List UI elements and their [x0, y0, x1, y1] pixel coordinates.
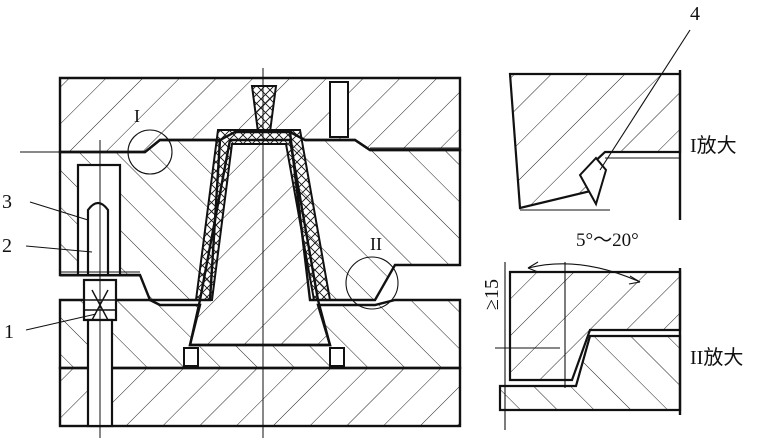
label-circle-II: II [370, 234, 382, 254]
detail-circle-I [127, 129, 173, 175]
latch-hook [86, 201, 110, 277]
core-foot-right [329, 347, 345, 367]
dimension-min-length: ≥15 [481, 279, 503, 310]
detail-I-enlarged: 4 I放大 5°～20° [508, 3, 737, 251]
leader-2 [25, 245, 93, 253]
detail-II-enlarged: ≥15 II放大 [481, 261, 743, 430]
label-circle-I: I [134, 106, 140, 126]
leader-1 [25, 313, 97, 331]
mold-assembly: I II 3 2 1 [2, 68, 462, 438]
leader-3 [29, 201, 89, 221]
detail-I-hook [578, 156, 608, 207]
leader-4 [599, 29, 691, 171]
caption-enlarge-II: II放大 [690, 346, 743, 369]
angle-label: 5°～20° [576, 230, 639, 251]
caption-enlarge-I: I放大 [690, 134, 737, 157]
bottom-plate [58, 366, 462, 428]
angle-arrow-right [628, 275, 641, 285]
label-part-3: 3 [2, 191, 12, 213]
core-foot-left [183, 347, 199, 367]
sprue [250, 85, 278, 133]
molded-part [194, 129, 332, 301]
label-part-4: 4 [690, 3, 700, 25]
label-part-1: 1 [4, 321, 14, 343]
label-part-2: 2 [2, 235, 12, 257]
detail-circle-II [345, 256, 399, 310]
stripper-plate-right [288, 129, 462, 302]
guide-pin [329, 81, 349, 138]
angle-arrow-left [527, 261, 539, 273]
angle-arc [527, 263, 641, 283]
